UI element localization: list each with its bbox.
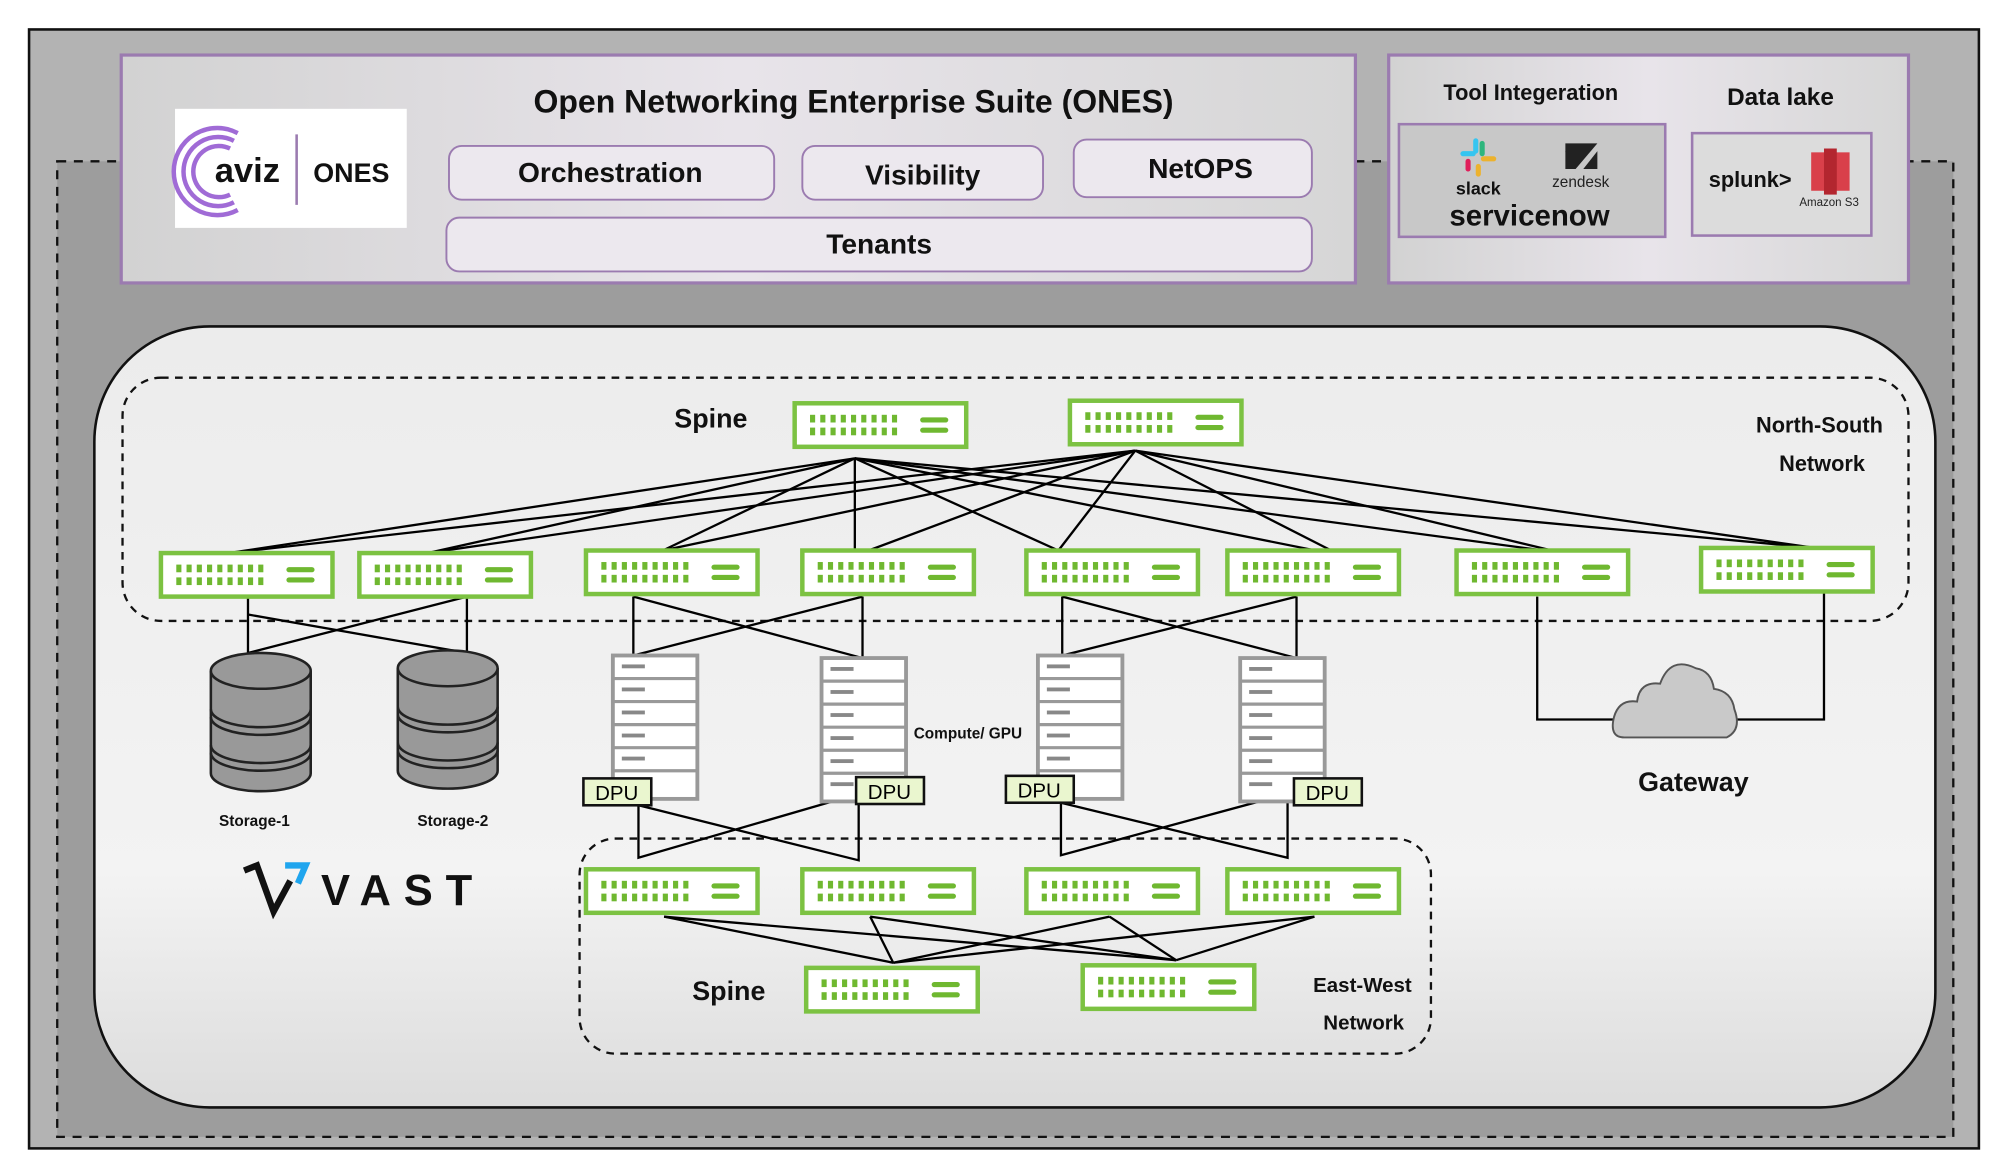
- module-orchestration[interactable]: Orchestration: [448, 144, 776, 201]
- logo-product: ONES: [313, 158, 389, 188]
- dpu-3[interactable]: DPU: [1004, 774, 1076, 805]
- compute-link: [633, 595, 863, 660]
- module-netops-label: NetOPS: [1148, 153, 1253, 184]
- ns-network-label-2: Network: [1779, 451, 1866, 476]
- north-south-boundary: [121, 376, 1910, 623]
- ns-spine1-leaf3-link: [662, 457, 856, 552]
- storage-link: [247, 613, 468, 655]
- ns-spine1-leaf5-link: [854, 457, 1059, 552]
- slack-label: slack: [1456, 179, 1501, 199]
- ns-spine2-leaf6-link: [1134, 449, 1342, 557]
- slack-icon: [1460, 138, 1497, 177]
- ew-leaf-switch-4[interactable]: [1227, 869, 1399, 913]
- storage-link: [247, 595, 468, 655]
- compute-link: [1061, 595, 1297, 657]
- ns-leaf-switch-3[interactable]: [586, 551, 758, 595]
- ew-leaf2-spine2-link: [870, 915, 1177, 962]
- ns-spine2-leaf1-link: [228, 449, 1136, 555]
- integrations-panel: Tool Integeration Data lake slack zendes…: [1387, 53, 1911, 285]
- compute-label: Compute/ GPU: [914, 726, 1022, 743]
- compute-link: [633, 595, 863, 657]
- storage-2-label: Storage-2: [417, 813, 488, 830]
- amazon-s3-icon: [1811, 148, 1850, 195]
- ew-leaf4-spine1-link: [893, 915, 1315, 964]
- dpu-1[interactable]: DPU: [582, 777, 653, 807]
- ns-spine2-leaf8-link: [1135, 449, 1816, 550]
- gateway-link: [1736, 591, 1826, 721]
- ns-spine1-leaf6-link: [854, 457, 1342, 557]
- gateway-link: [1536, 596, 1625, 721]
- storage-1-icon[interactable]: [209, 651, 312, 793]
- tenants-bar[interactable]: Tenants: [445, 216, 1313, 273]
- dpu-2-label: DPU: [868, 781, 911, 804]
- gateway-label: Gateway: [1638, 767, 1749, 797]
- datalake-title: Data lake: [1727, 84, 1834, 111]
- vast-logo-icon: [242, 861, 311, 920]
- aviz-logo-icon: [171, 125, 239, 218]
- datacenter-area: [93, 325, 1937, 1109]
- east-west-boundary: [578, 837, 1433, 1055]
- ns-spine-switch-1[interactable]: [795, 403, 967, 447]
- module-visibility[interactable]: Visibility: [801, 144, 1044, 201]
- ew-network-label-2: Network: [1323, 1011, 1404, 1034]
- vast-label: VAST: [321, 867, 485, 915]
- dpu-4-label: DPU: [1306, 782, 1349, 805]
- ew-leaf1-spine1-link: [663, 915, 894, 964]
- ns-leaf-switch-8[interactable]: [1701, 548, 1873, 592]
- ns-leaf-switch-2[interactable]: [359, 553, 531, 597]
- ew-leaf3-spine2-link: [1108, 915, 1177, 962]
- links: [228, 449, 1826, 964]
- ns-leaf-switch-1[interactable]: [161, 553, 333, 597]
- servicenow-label: servicenow: [1449, 199, 1609, 232]
- ew-leaf2-spine1-link: [869, 916, 895, 964]
- ew-leaf1-spine2-link: [663, 915, 1177, 962]
- ew-spine-switch-1[interactable]: [806, 968, 978, 1012]
- splunk-label: splunk>: [1709, 167, 1792, 192]
- ew-leaf-switch-1[interactable]: [586, 869, 758, 913]
- ones-panel: aviz ONES Open Networking Enterprise Sui…: [119, 53, 1358, 285]
- tool-integration-box: [1397, 122, 1667, 239]
- ns-spine2-leaf4-link: [854, 449, 1136, 557]
- ns-spine1-leaf1-link: [228, 457, 856, 555]
- ew-spine-label: Spine: [692, 976, 765, 1006]
- ns-spine-label: Spine: [674, 404, 747, 434]
- module-netops[interactable]: NetOPS: [1072, 138, 1313, 199]
- suite-title: Open Networking Enterprise Suite (ONES): [534, 84, 1174, 120]
- ns-spine2-leaf2-link: [427, 449, 1136, 555]
- ew-leaf-switch-2[interactable]: [802, 869, 974, 913]
- module-visibility-label: Visibility: [865, 159, 981, 190]
- ew-leaf-switch-3[interactable]: [1026, 869, 1198, 913]
- tenants-label: Tenants: [826, 228, 932, 259]
- ew-leaf4-spine2-link: [1175, 915, 1315, 962]
- storage-2-icon[interactable]: [396, 649, 499, 790]
- ns-spine1-leaf7-link: [854, 457, 1563, 555]
- ns-spine1-leaf8-link: [854, 457, 1816, 550]
- ew-leaf3-spine1-link: [892, 915, 1110, 964]
- ns-leaf-switch-7[interactable]: [1457, 551, 1629, 595]
- ew-network-label-1: East-West: [1313, 974, 1412, 997]
- dpu-1-label: DPU: [595, 782, 638, 805]
- module-orchestration-label: Orchestration: [518, 157, 703, 188]
- ns-network-label-1: North-South: [1756, 413, 1883, 438]
- ns-spine2-leaf7-link: [1134, 449, 1564, 555]
- zendesk-label: zendesk: [1552, 174, 1610, 191]
- ns-spine2-leaf5-link: [1057, 449, 1137, 552]
- ew-spine-switch-2[interactable]: [1083, 965, 1255, 1009]
- ns-leaf-switch-6[interactable]: [1227, 551, 1399, 595]
- ns-leaf-switch-5[interactable]: [1026, 551, 1198, 595]
- ns-spine2-leaf3-link: [662, 449, 1136, 552]
- tool-integration-title: Tool Integeration: [1443, 80, 1618, 105]
- dpu-2[interactable]: DPU: [854, 775, 926, 806]
- ns-leaf-switch-4[interactable]: [802, 551, 974, 595]
- ns-spine1-leaf2-link: [426, 457, 856, 555]
- compute-link: [1061, 595, 1297, 660]
- logo-brand: aviz: [215, 152, 280, 190]
- amazon-s3-label: Amazon S3: [1799, 197, 1859, 209]
- ns-spine-switch-2[interactable]: [1070, 401, 1242, 445]
- storage-1-label: Storage-1: [219, 813, 290, 830]
- dpu-4[interactable]: DPU: [1292, 777, 1364, 807]
- dpu-3-label: DPU: [1018, 780, 1061, 803]
- gateway-cloud-icon[interactable]: [1611, 663, 1738, 739]
